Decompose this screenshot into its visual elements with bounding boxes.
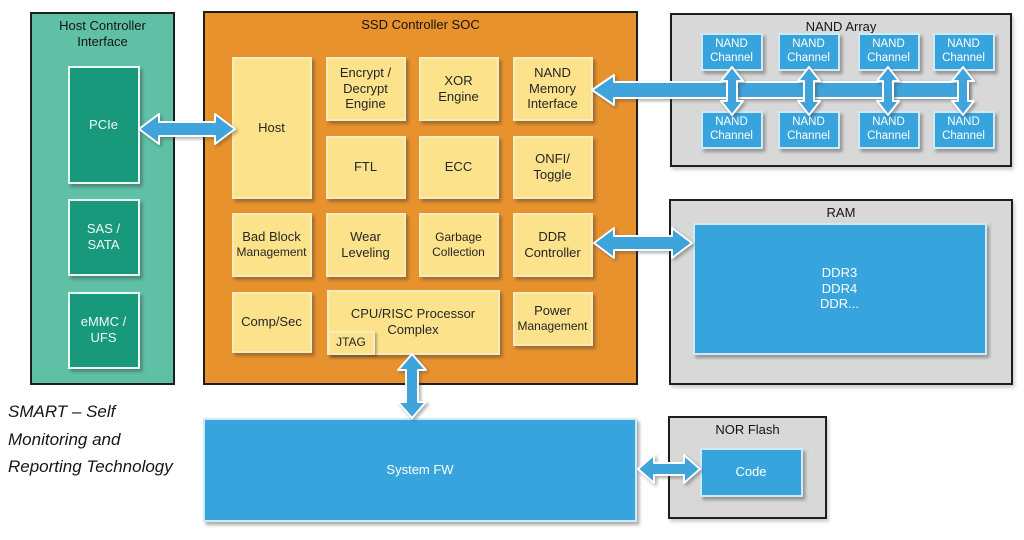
arrow-pcie-host	[138, 113, 236, 145]
xor-engine-box: XOR Engine	[418, 56, 499, 121]
power-sublabel: Management	[517, 319, 588, 334]
garbage-collection-box: Garbage Collection	[418, 212, 499, 277]
arrow-nand-channel-2	[797, 66, 821, 116]
nand-channel-box: NAND Channel	[700, 32, 763, 71]
nor-flash-title: NOR Flash	[715, 422, 780, 437]
ftl-box: FTL	[325, 135, 406, 199]
ssd-controller-soc-panel: SSD Controller SOC Host Encrypt / Decryp…	[203, 11, 638, 385]
nor-flash-panel: NOR Flash Code	[668, 416, 827, 519]
host-box: Host	[231, 56, 312, 199]
ssd-controller-soc-title: SSD Controller SOC	[361, 17, 480, 32]
nand-channel-box: NAND Channel	[932, 110, 995, 149]
nand-channel-box: NAND Channel	[700, 110, 763, 149]
host-controller-interface-panel: Host Controller Interface PCIe SAS / SAT…	[30, 12, 175, 385]
nand-memory-interface-box: NAND Memory Interface	[512, 56, 593, 121]
bad-block-sublabel: Management	[236, 245, 307, 260]
nand-channel-box: NAND Channel	[932, 32, 995, 71]
code-box: Code	[699, 447, 803, 497]
arrow-ddr-ram	[593, 227, 693, 259]
host-controller-interface-title: Host Controller Interface	[59, 18, 146, 50]
wear-leveling-box: Wear Leveling	[325, 212, 406, 277]
bad-block-management-box: Bad Block Management	[231, 212, 312, 277]
system-fw-box: System FW	[203, 418, 637, 522]
arrow-nand-channel-3	[876, 66, 900, 116]
ram-panel: RAM DDR3 DDR4 DDR...	[669, 199, 1013, 385]
arrow-nand-bus	[591, 74, 969, 106]
power-label: Power	[534, 303, 571, 319]
arrow-systemfw-code	[637, 454, 701, 484]
pcie-box: PCIe	[67, 65, 140, 184]
emmc-ufs-box: eMMC / UFS	[67, 291, 140, 369]
nand-array-title: NAND Array	[805, 19, 877, 34]
comp-sec-box: Comp/Sec	[231, 291, 312, 353]
ddr-controller-box: DDR Controller	[512, 212, 593, 277]
power-management-box: Power Management	[512, 291, 593, 346]
ram-title: RAM	[826, 205, 856, 220]
arrow-nand-channel-1	[720, 66, 744, 116]
arrow-cpu-systemfw	[397, 353, 427, 419]
onfi-toggle-box: ONFI/ Toggle	[512, 135, 593, 199]
encrypt-decrypt-engine-box: Encrypt / Decrypt Engine	[325, 56, 406, 121]
bad-block-label: Bad Block	[242, 229, 301, 245]
nand-channel-box: NAND Channel	[857, 110, 920, 149]
nand-channel-box: NAND Channel	[777, 110, 840, 149]
nand-channel-box: NAND Channel	[777, 32, 840, 71]
nand-channel-box: NAND Channel	[857, 32, 920, 71]
smart-note: SMART – Self Monitoring and Reporting Te…	[8, 402, 173, 476]
jtag-box: JTAG	[327, 330, 375, 355]
ddr-memory-box: DDR3 DDR4 DDR...	[692, 222, 987, 355]
arrow-nand-channel-4	[951, 66, 975, 116]
sas-sata-box: SAS / SATA	[67, 198, 140, 276]
ecc-box: ECC	[418, 135, 499, 199]
